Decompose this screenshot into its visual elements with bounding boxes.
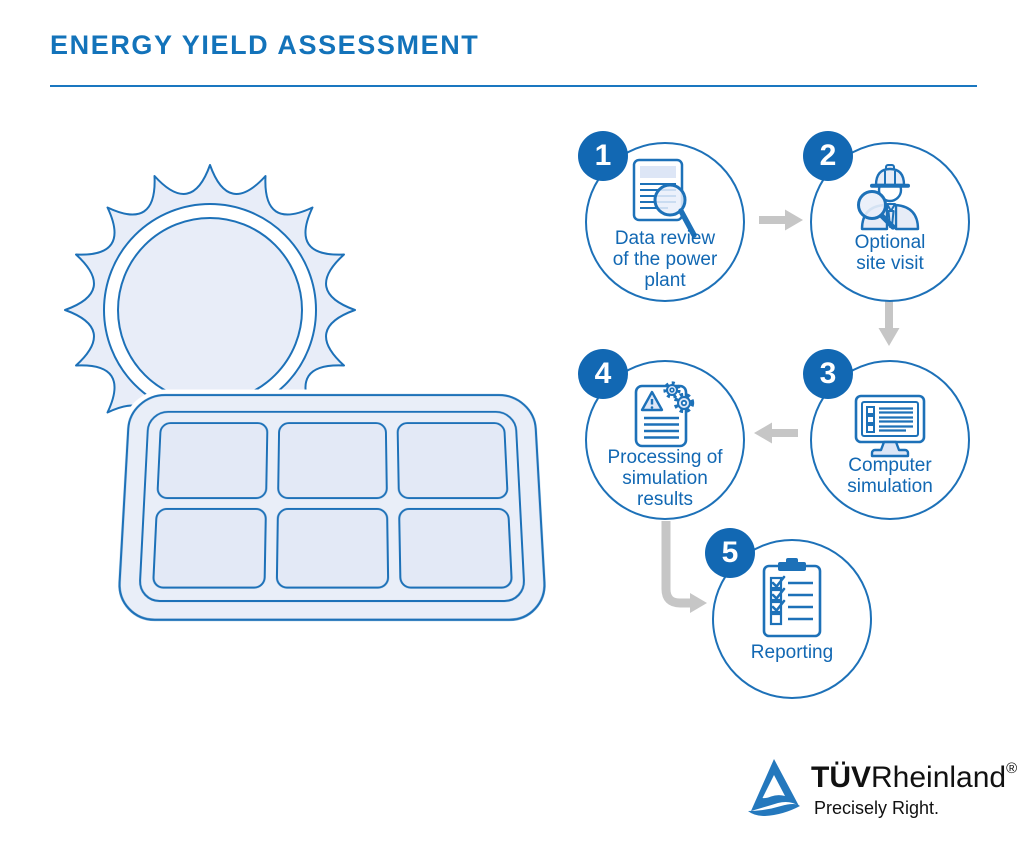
brand-name-regular: Rheinland — [871, 761, 1007, 794]
step-label: Computer simulation — [847, 455, 933, 497]
step-number-badge: 3 — [803, 349, 853, 399]
step-circle-4: 4 Processing of simulation results — [578, 349, 745, 520]
brand-name-bold: TÜV — [811, 761, 871, 794]
tuv-triangle-logo-icon — [748, 759, 800, 816]
brand-tagline: Precisely Right. — [814, 798, 940, 818]
solar-panel-cell — [277, 509, 388, 588]
step-number-badge: 1 — [578, 131, 628, 181]
sun-icon — [64, 164, 356, 456]
step-label: Reporting — [750, 642, 834, 663]
title-rule — [50, 85, 977, 87]
site-inspector-icon — [857, 164, 920, 231]
step-circle-1: 1 Data review of the power plant — [578, 131, 745, 302]
document-magnifier-icon — [632, 158, 697, 238]
flow-arrow-down-icon — [878, 301, 900, 346]
solar-panel-cell — [398, 423, 508, 498]
step-label: Data review of the power plant — [612, 228, 718, 291]
computer-monitor-icon — [854, 394, 926, 458]
flow-arrow-elbow-icon — [661, 521, 707, 613]
solar-panel-cell — [157, 423, 267, 498]
step-number-badge: 2 — [803, 131, 853, 181]
step-number-badge: 4 — [578, 349, 628, 399]
sun-core — [117, 217, 303, 403]
step-number-badge: 5 — [705, 528, 755, 578]
brand-name: TÜVRheinland® — [811, 760, 1017, 795]
solar-panel-cell — [278, 423, 387, 498]
step-circle-2: 2 Optional site visit — [803, 131, 970, 302]
step-label: Optional site visit — [854, 232, 926, 274]
registered-mark: ® — [1006, 760, 1018, 777]
report-gears-icon — [634, 381, 695, 448]
solar-panel-cell — [153, 509, 266, 588]
solar-panel-cells — [153, 423, 512, 588]
flow-arrow-right-icon — [759, 209, 803, 231]
step-circle-5: 5 Reporting — [705, 528, 872, 699]
step-label: Processing of simulation results — [607, 447, 723, 510]
clipboard-checklist-icon — [762, 558, 822, 638]
solar-panel-icon — [109, 388, 556, 629]
flow-arrow-left-icon — [754, 422, 798, 444]
brand-logo: TÜVRheinland® Precisely Right. — [745, 752, 1017, 836]
solar-panel-cell — [399, 509, 512, 588]
step-circle-3: 3 Computer simulation — [803, 349, 970, 520]
page-title: ENERGY YIELD ASSESSMENT — [50, 30, 480, 60]
